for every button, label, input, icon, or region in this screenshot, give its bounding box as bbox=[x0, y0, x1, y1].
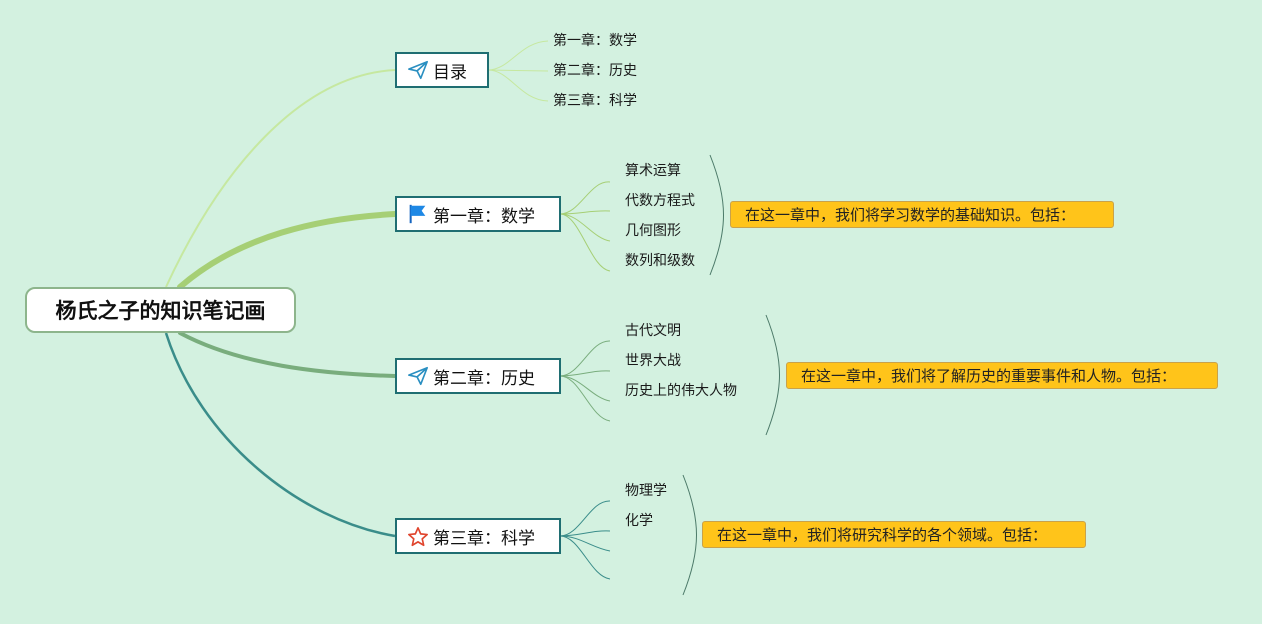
chapter-science-node[interactable]: 第三章：科学 bbox=[395, 518, 561, 554]
red-star-icon bbox=[407, 525, 429, 547]
root-node[interactable]: 杨氏之子的知识笔记画 bbox=[25, 287, 296, 333]
branch-history bbox=[178, 331, 397, 378]
history-link-1 bbox=[559, 340, 611, 377]
branch-math bbox=[177, 211, 398, 290]
chapter-label: 第二章：历史 bbox=[433, 368, 535, 389]
science-brace bbox=[682, 474, 697, 596]
paper-plane-icon bbox=[407, 365, 429, 387]
branch-science bbox=[164, 332, 396, 538]
math-link-3 bbox=[559, 213, 611, 242]
math-brace bbox=[709, 154, 724, 276]
math-link-4 bbox=[559, 213, 611, 272]
topic-item[interactable]: 代数方程式 bbox=[625, 193, 695, 209]
topic-item[interactable]: 古代文明 bbox=[625, 323, 681, 339]
topic-item[interactable]: 世界大战 bbox=[625, 353, 681, 369]
chapter-label: 第三章：科学 bbox=[433, 528, 535, 549]
math-link-2 bbox=[559, 210, 611, 215]
math-link-1 bbox=[559, 181, 611, 215]
chapter-label: 第一章：数学 bbox=[433, 206, 535, 227]
topic-item[interactable]: 算术运算 bbox=[625, 163, 681, 179]
history-brace bbox=[765, 314, 780, 436]
toc-link-2 bbox=[487, 69, 549, 72]
topic-item[interactable]: 几何图形 bbox=[625, 223, 681, 239]
science-link-1 bbox=[559, 500, 611, 537]
topic-item[interactable]: 数列和级数 bbox=[625, 253, 695, 269]
root-title: 杨氏之子的知识笔记画 bbox=[55, 299, 266, 323]
chapter-note[interactable]: 在这一章中，我们将研究科学的各个领域。包括： bbox=[702, 521, 1086, 548]
toc-label: 目录 bbox=[433, 62, 467, 83]
topic-item[interactable]: 历史上的伟大人物 bbox=[625, 383, 737, 399]
topic-item[interactable]: 化学 bbox=[625, 513, 653, 529]
toc-item[interactable]: 第一章：数学 bbox=[553, 33, 637, 49]
history-link-4 bbox=[559, 375, 611, 422]
blue-flag-icon bbox=[407, 203, 429, 225]
toc-node[interactable]: 目录 bbox=[395, 52, 489, 88]
toc-item[interactable]: 第二章：历史 bbox=[553, 63, 637, 79]
chapter-note[interactable]: 在这一章中，我们将了解历史的重要事件和人物。包括： bbox=[786, 362, 1218, 389]
chapter-math-node[interactable]: 第一章：数学 bbox=[395, 196, 561, 232]
topic-item[interactable]: 物理学 bbox=[625, 483, 667, 499]
science-link-4 bbox=[559, 535, 611, 580]
science-link-2 bbox=[559, 530, 611, 537]
toc-link-3 bbox=[487, 69, 549, 102]
branch-toc bbox=[165, 69, 396, 288]
history-link-2 bbox=[559, 370, 611, 377]
chapter-note[interactable]: 在这一章中，我们将学习数学的基础知识。包括： bbox=[730, 201, 1114, 228]
toc-item[interactable]: 第三章：科学 bbox=[553, 93, 637, 109]
chapter-history-node[interactable]: 第二章：历史 bbox=[395, 358, 561, 394]
toc-link-1 bbox=[487, 40, 549, 71]
paper-plane-icon bbox=[407, 59, 429, 81]
